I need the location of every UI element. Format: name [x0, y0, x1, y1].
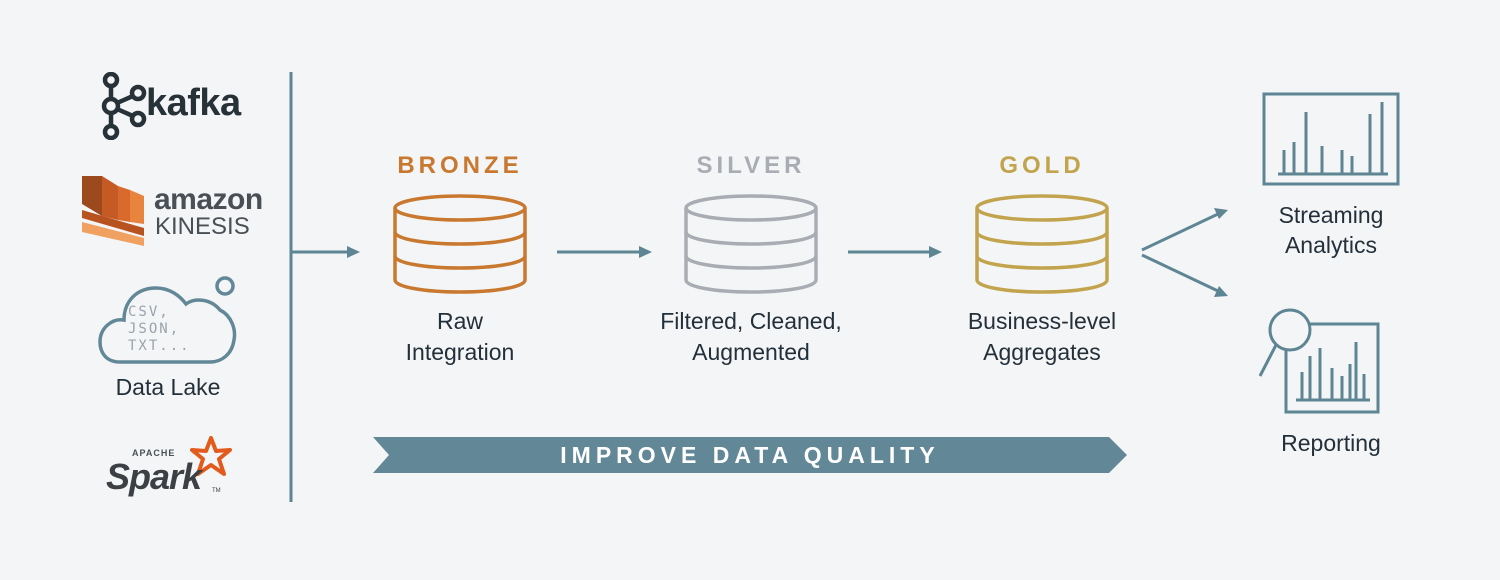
tier-silver-title: SILVER: [696, 152, 806, 179]
output-reporting-line1: Reporting: [1281, 430, 1381, 456]
tier-silver-desc: Filtered, Cleaned, Augmented: [621, 306, 881, 368]
spark-label: Spark: [106, 456, 202, 497]
kafka-label: kafka: [146, 82, 241, 124]
tier-bronze-desc-line1: Raw: [436, 308, 483, 334]
spark-apache-label: APACHE: [132, 448, 176, 458]
kinesis-product: KINESIS: [155, 213, 250, 240]
kinesis-logo-icon: [82, 176, 144, 246]
database-icon: [393, 194, 527, 294]
magnifier-chart-icon: [1258, 308, 1380, 414]
data-lake-label: Data Lake: [115, 374, 221, 400]
kafka-logo-icon: [101, 72, 147, 140]
tier-bronze-title: BRONZE: [397, 152, 523, 179]
tier-gold-title: GOLD: [999, 152, 1085, 179]
tier-gold-desc: Business-level Aggregates: [912, 306, 1172, 368]
banner-label: IMPROVE DATA QUALITY: [560, 442, 940, 468]
database-icon: [975, 194, 1109, 294]
tier-gold-desc-line2: Aggregates: [983, 339, 1101, 365]
kinesis-brand: amazon: [154, 183, 263, 216]
data-lake-formats: CSV, JSON, TXT...: [128, 304, 208, 355]
output-streaming-line1: Streaming: [1278, 202, 1384, 228]
spark-tm: TM: [212, 488, 221, 494]
tier-silver-desc-line2: Augmented: [692, 339, 810, 365]
output-streaming-analytics: Streaming Analytics: [1231, 200, 1431, 260]
tier-bronze-desc: Raw Integration: [330, 306, 590, 368]
format-txt: TXT...: [128, 338, 191, 354]
bar-chart-icon: [1262, 92, 1400, 186]
spark-star-icon: [190, 436, 232, 476]
format-csv: CSV,: [128, 304, 170, 320]
tier-silver-desc-line1: Filtered, Cleaned,: [660, 308, 842, 334]
tier-gold-desc-line1: Business-level: [967, 308, 1117, 334]
cloud-icon: [98, 276, 237, 364]
output-streaming-line2: Analytics: [1284, 232, 1378, 258]
database-icon: [684, 194, 818, 294]
tier-bronze-desc-line2: Integration: [405, 339, 515, 365]
output-reporting: Reporting: [1231, 428, 1431, 458]
format-json: JSON,: [128, 321, 181, 337]
improve-quality-banner: [373, 437, 1127, 473]
